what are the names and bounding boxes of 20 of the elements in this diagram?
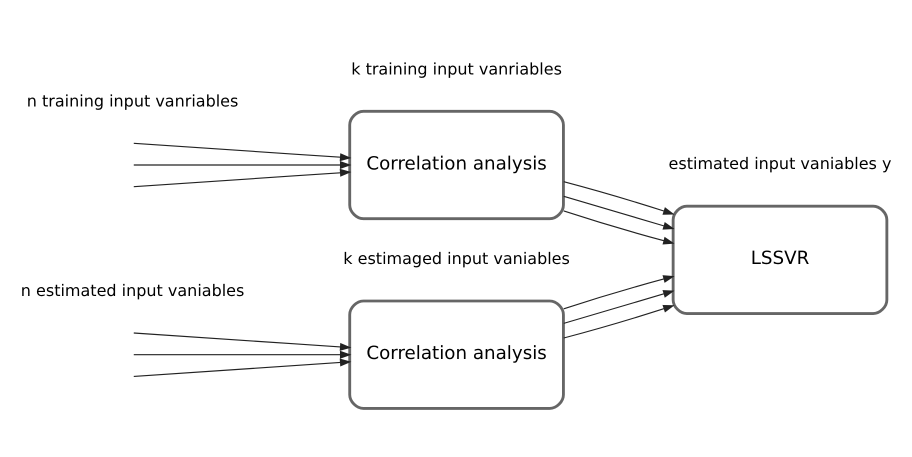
arrow: [564, 290, 675, 324]
label: k training input vanriables: [351, 58, 562, 78]
arrow: [564, 195, 675, 230]
node-box: LSSVR: [672, 204, 888, 314]
arrow: [564, 274, 675, 309]
label: n training input vanriables: [26, 90, 238, 110]
label: n estimated input vaniables: [20, 280, 244, 300]
arrow: [564, 210, 675, 244]
node-box: Correlation analysis: [348, 299, 565, 410]
arrow: [134, 142, 352, 161]
label: estimated input vaniables y: [668, 154, 892, 173]
arrow: [134, 358, 352, 376]
arrow: [564, 304, 675, 338]
arrow: [134, 168, 352, 187]
arrow: [134, 350, 352, 358]
arrow: [564, 180, 675, 214]
arrow: [134, 332, 352, 350]
arrow: [134, 160, 352, 168]
node-box: Correlation analysis: [348, 109, 565, 220]
label: k estimaged input vaniables: [343, 248, 570, 268]
